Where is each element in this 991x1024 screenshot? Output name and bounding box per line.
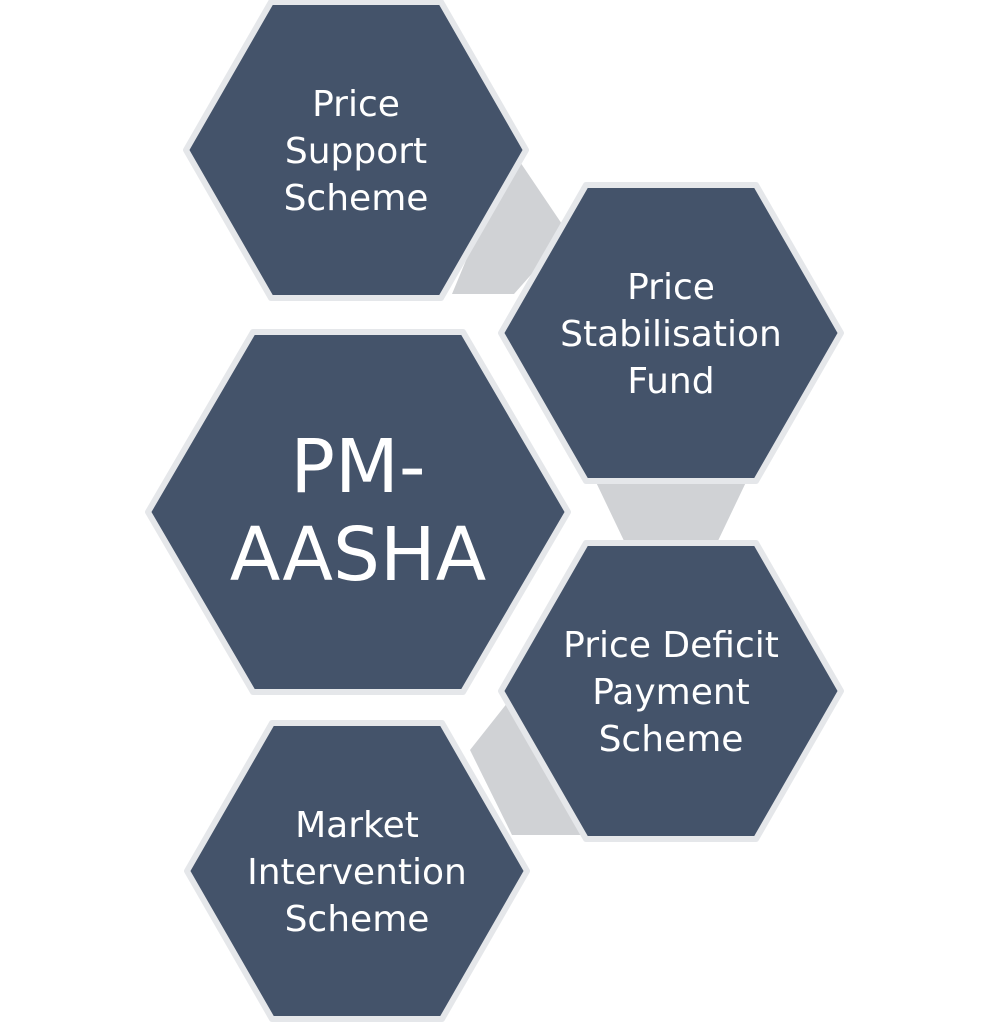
price-deficit-payment-scheme-hexagon-shape bbox=[498, 540, 844, 842]
connector-stabilisation-deficit bbox=[594, 478, 748, 545]
price-stabilisation-fund-label-line-2: Stabilisation bbox=[560, 314, 782, 355]
pm-aasha-label-line-2: AASHA bbox=[230, 512, 487, 598]
market-intervention-scheme-label-line-2: Intervention bbox=[247, 852, 467, 893]
price-support-scheme-label-line-1: Price bbox=[312, 84, 400, 125]
price-stabilisation-fund-label-line-1: Price bbox=[627, 267, 715, 308]
pm-aasha-label-line-1: PM- bbox=[290, 424, 425, 510]
price-support-scheme-label-line-3: Scheme bbox=[284, 178, 429, 219]
price-support-scheme-label-line-2: Support bbox=[285, 131, 427, 172]
market-intervention-scheme-label-line-3: Scheme bbox=[285, 899, 430, 940]
price-stabilisation-fund-hexagon-shape bbox=[498, 182, 844, 484]
price-stabilisation-fund-label-line-3: Fund bbox=[627, 361, 714, 402]
market-intervention-scheme-hexagon-shape bbox=[184, 720, 530, 1022]
connector-layer bbox=[452, 150, 748, 835]
hexagon-layer: PM-AASHAPriceSupportSchemePriceStabilisa… bbox=[145, 0, 844, 1022]
market-intervention-scheme-label-line-1: Market bbox=[295, 805, 419, 846]
price-deficit-payment-scheme-label-line-1: Price Deficit bbox=[563, 625, 779, 666]
price-deficit-payment-scheme-label-line-3: Scheme bbox=[599, 719, 744, 760]
price-support-scheme-hexagon-shape bbox=[183, 0, 529, 301]
pm-aasha-hexagon-shape bbox=[145, 329, 571, 695]
price-deficit-payment-scheme-label-line-2: Payment bbox=[592, 672, 750, 713]
connector-deficit-intervention bbox=[470, 702, 582, 835]
connector-support-stabilisation bbox=[452, 150, 568, 294]
pm-aasha-hexagon: PM-AASHA bbox=[145, 329, 571, 695]
